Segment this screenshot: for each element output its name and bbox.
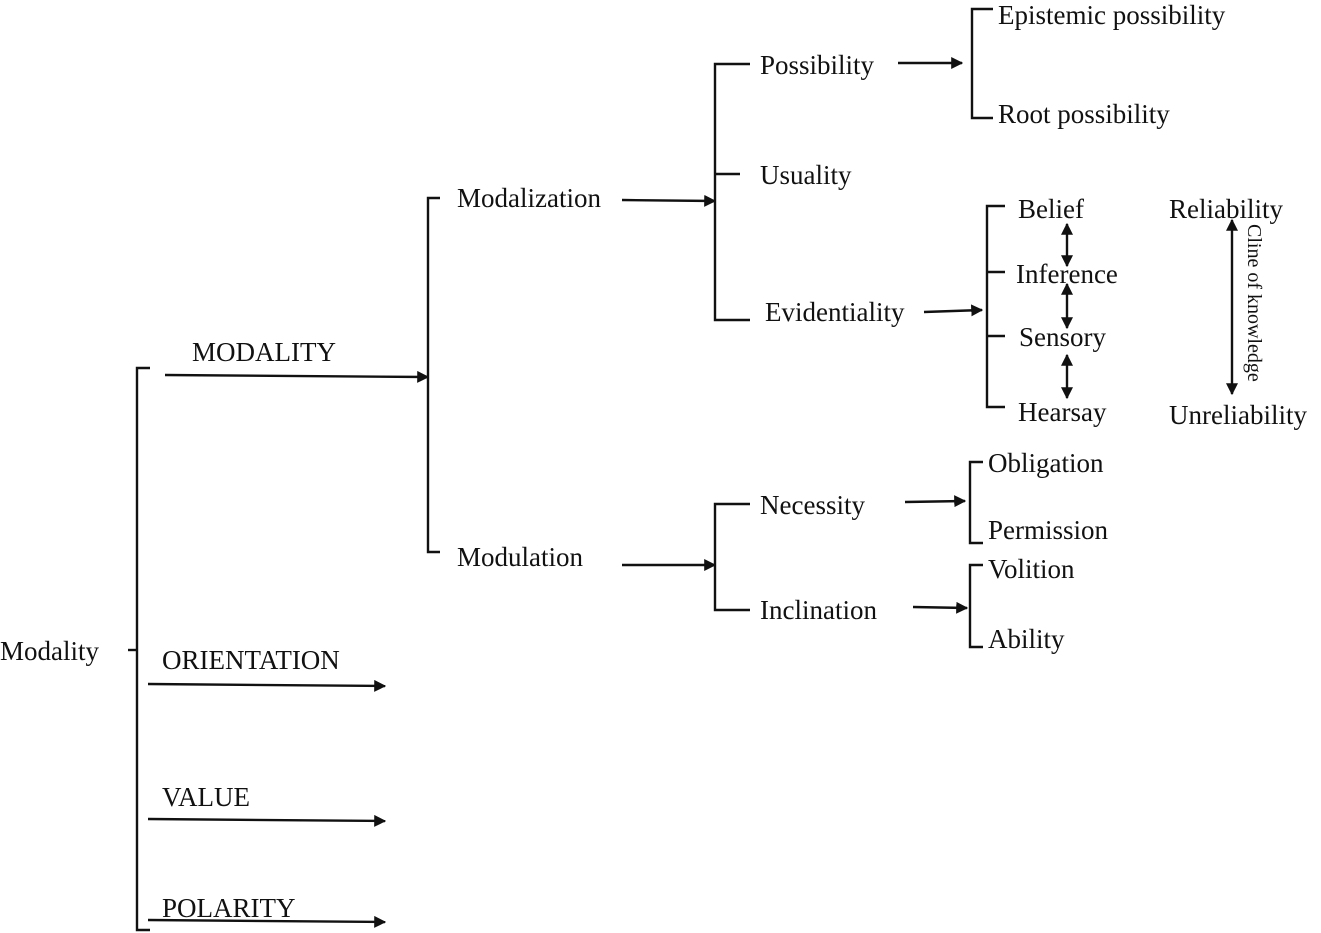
evidentiality-arrow: [923, 304, 984, 317]
necessity-bracket: [968, 460, 983, 545]
modality-system-label: MODALITY: [192, 337, 336, 367]
value-arrow: [147, 814, 387, 827]
modality-arrow: [164, 370, 430, 383]
root-bracket: [135, 366, 150, 932]
modalization-bracket: [713, 62, 750, 322]
necessity-label: Necessity: [760, 490, 865, 520]
obligation-label: Obligation: [988, 448, 1104, 478]
sensory-label: Sensory: [1019, 322, 1106, 352]
polarity-system-label: POLARITY: [162, 893, 296, 923]
inference-label: Inference: [1016, 259, 1118, 289]
volition-label: Volition: [988, 554, 1075, 584]
inclination-arrow: [912, 601, 969, 614]
value-system-label: VALUE: [162, 782, 250, 812]
modulation-bracket: [713, 502, 750, 612]
hearsay-label: Hearsay: [1018, 397, 1107, 427]
inclination-bracket: [968, 563, 983, 649]
modality-bracket: [426, 196, 440, 554]
root-label: Modality: [0, 636, 99, 666]
root-possibility-label: Root possibility: [998, 99, 1170, 129]
orientation-arrow: [147, 679, 387, 692]
epistemic-possibility-label: Epistemic possibility: [998, 0, 1226, 30]
possibility-label: Possibility: [760, 50, 875, 80]
reliability-label: Reliability: [1169, 194, 1283, 224]
evidentiality-bracket: [985, 204, 1005, 409]
ability-label: Ability: [988, 624, 1065, 654]
modalization-label: Modalization: [457, 183, 601, 213]
polarity-arrow: [147, 915, 387, 928]
inclination-label: Inclination: [760, 595, 877, 625]
usuality-label: Usuality: [760, 160, 852, 190]
possibility-bracket: [970, 7, 993, 120]
modulation-label: Modulation: [457, 542, 583, 572]
orientation-system-label: ORIENTATION: [162, 645, 340, 675]
modalization-arrow: [621, 194, 717, 207]
necessity-arrow: [904, 495, 967, 508]
belief-label: Belief: [1018, 194, 1084, 224]
unreliability-label: Unreliability: [1169, 400, 1307, 430]
permission-label: Permission: [988, 515, 1109, 545]
evidentiality-label: Evidentiality: [765, 297, 905, 327]
cline-of-knowledge-label: Cline of knowledge: [1243, 224, 1265, 382]
